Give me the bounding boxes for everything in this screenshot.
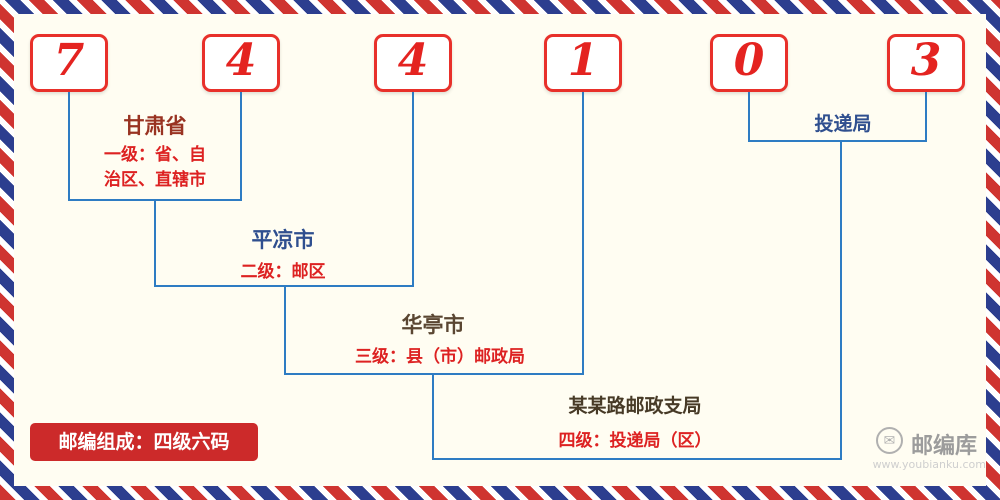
postal-digit-box-6: 3 xyxy=(887,34,965,92)
level1-description-line1: 一级：省、自 xyxy=(104,145,206,165)
connector-digit6-vertical xyxy=(925,92,927,142)
city-name: 平凉市 xyxy=(251,228,315,252)
postal-digit-box-4: 1 xyxy=(544,34,622,92)
postal-digit-5: 0 xyxy=(733,35,765,86)
connector-level1-to-level2 xyxy=(154,199,156,287)
postal-digit-box-2: 4 xyxy=(202,34,280,92)
county-name: 华亭市 xyxy=(401,313,465,337)
postal-digit-3: 4 xyxy=(397,35,429,86)
connector-level3-horizontal xyxy=(284,373,584,375)
composition-badge: 邮编组成：四级六码 xyxy=(30,423,258,461)
diagram-canvas xyxy=(14,14,986,486)
postal-digit-box-5: 0 xyxy=(710,34,788,92)
level1-description-line2: 治区、直辖市 xyxy=(104,170,206,190)
level4-description: 四级：投递局（区） xyxy=(558,431,712,451)
connector-level4-horizontal xyxy=(432,458,842,460)
connector-digit5-vertical xyxy=(748,92,750,142)
postal-digit-1: 7 xyxy=(53,35,85,86)
level3-description: 三级：县（市）邮政局 xyxy=(355,347,525,367)
connector-digit3-vertical xyxy=(412,92,414,287)
postal-digit-6: 3 xyxy=(910,35,942,86)
delivery-office-label: 投递局 xyxy=(814,113,872,135)
connector-level2-to-level3 xyxy=(284,285,286,375)
connector-delivery-horizontal xyxy=(748,140,927,142)
postal-digit-box-3: 4 xyxy=(374,34,452,92)
level1-description: 一级：省、自 治区、直辖市 xyxy=(70,143,240,193)
connector-level3-to-level4 xyxy=(432,373,434,460)
postal-digit-box-1: 7 xyxy=(30,34,108,92)
postal-digit-4: 1 xyxy=(567,35,599,86)
province-name: 甘肃省 xyxy=(123,114,187,138)
site-url: www.youbianku.com xyxy=(872,458,986,471)
connector-digit1-vertical xyxy=(68,92,70,201)
site-logo-text: 邮编库 xyxy=(911,434,978,459)
connector-delivery-to-level4 xyxy=(840,140,842,460)
connector-digit2-vertical xyxy=(240,92,242,201)
level2-description: 二级：邮区 xyxy=(240,262,326,282)
branch-office-name: 某某路邮政支局 xyxy=(568,395,702,417)
envelope-glyph: ✉ xyxy=(883,432,896,449)
envelope-icon: ✉ xyxy=(876,427,903,454)
connector-digit4-vertical xyxy=(582,92,584,375)
postal-digit-2: 4 xyxy=(225,35,257,86)
